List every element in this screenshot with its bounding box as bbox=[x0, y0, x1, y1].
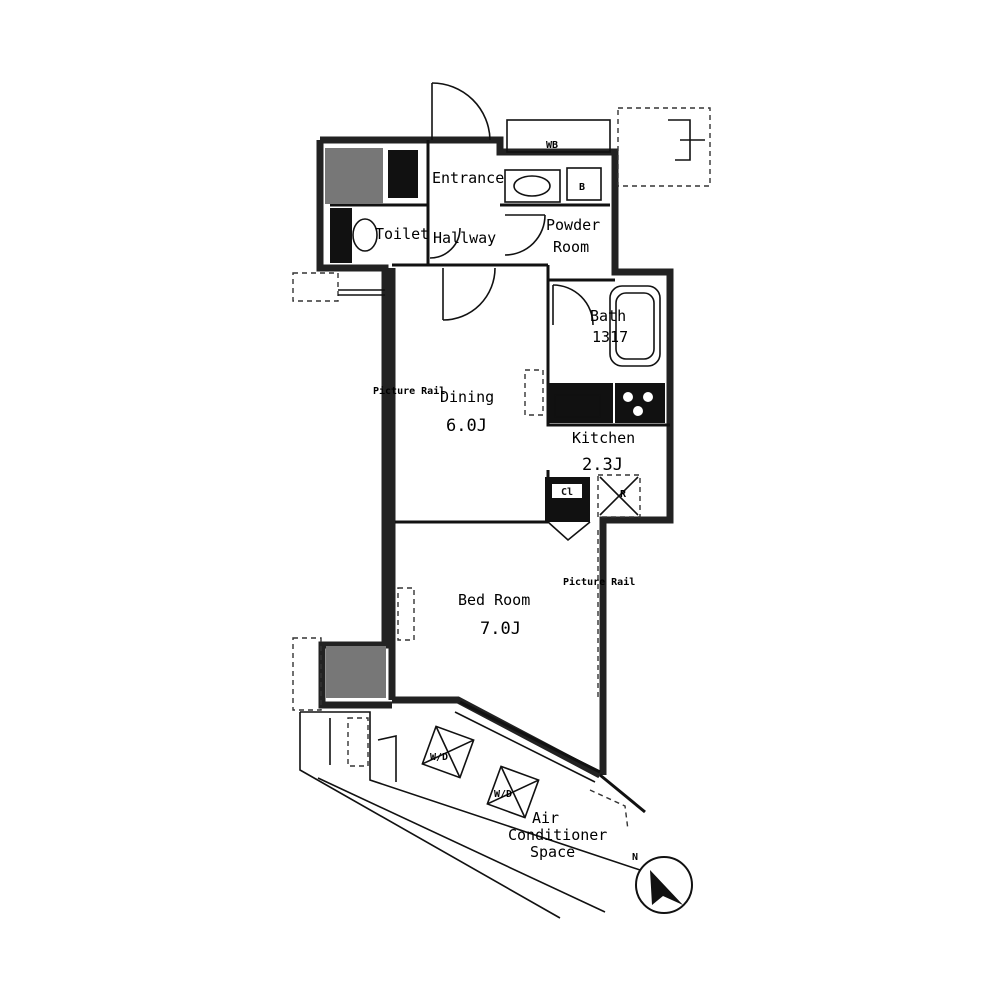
bath-label-2: 1317 bbox=[592, 328, 628, 346]
dining-door bbox=[442, 267, 496, 321]
toilet-fixture bbox=[352, 218, 378, 252]
fridge-label: R bbox=[620, 489, 627, 500]
ac-unit-label-1: W/D bbox=[430, 752, 448, 763]
fridge-space bbox=[597, 474, 641, 518]
ac-space-label-2: Conditioner bbox=[508, 826, 607, 844]
ac-space-label-3: Space bbox=[530, 843, 575, 861]
toilet-door bbox=[429, 227, 461, 259]
dashed-fixtures bbox=[292, 107, 711, 711]
ac-unit-2 bbox=[486, 765, 540, 819]
closet-label: Cl bbox=[561, 487, 573, 498]
bath-door bbox=[552, 284, 594, 326]
bath-label-1: Bath bbox=[590, 307, 626, 325]
powder-room-label-1: Powder bbox=[546, 216, 600, 234]
closet bbox=[545, 477, 591, 542]
north-arrow-icon: N bbox=[632, 852, 693, 914]
wash-basin bbox=[504, 167, 602, 203]
bedroom-size-label: 7.0J bbox=[480, 619, 521, 639]
balcony bbox=[299, 700, 646, 919]
room-labels: Entrance WB B Powder Room Toilet Hallway… bbox=[373, 140, 635, 861]
wb-box bbox=[506, 119, 611, 153]
bedroom-label: Bed Room bbox=[458, 591, 530, 609]
dining-size-label: 6.0J bbox=[446, 416, 487, 436]
north-label: N bbox=[632, 852, 638, 863]
kitchen-size-label: 2.3J bbox=[582, 455, 623, 475]
ac-unit-1 bbox=[421, 725, 475, 779]
entrance-door bbox=[431, 82, 491, 141]
hallway-label: Hallway bbox=[433, 229, 496, 247]
powder-room-door bbox=[504, 214, 546, 256]
pipe-shafts bbox=[325, 148, 418, 698]
toilet-label: Toilet bbox=[375, 225, 429, 243]
ac-space-label-1: Air bbox=[532, 809, 559, 827]
ac-units bbox=[421, 725, 540, 819]
wb-label: WB bbox=[546, 140, 558, 151]
picture-rail-label-2: Picture Rail bbox=[563, 576, 635, 588]
dining-label: Dining bbox=[440, 388, 494, 406]
ac-unit-label-2: W/D bbox=[494, 789, 512, 800]
picture-rail-label-1: Picture Rail bbox=[373, 385, 445, 397]
kitchen-label: Kitchen bbox=[572, 429, 635, 447]
kitchen-counter bbox=[548, 383, 665, 423]
powder-room-label-2: Room bbox=[553, 238, 589, 256]
b-label: B bbox=[579, 182, 585, 193]
entrance-label: Entrance bbox=[432, 169, 504, 187]
bathtub bbox=[609, 285, 661, 367]
exterior-walls bbox=[316, 136, 674, 779]
